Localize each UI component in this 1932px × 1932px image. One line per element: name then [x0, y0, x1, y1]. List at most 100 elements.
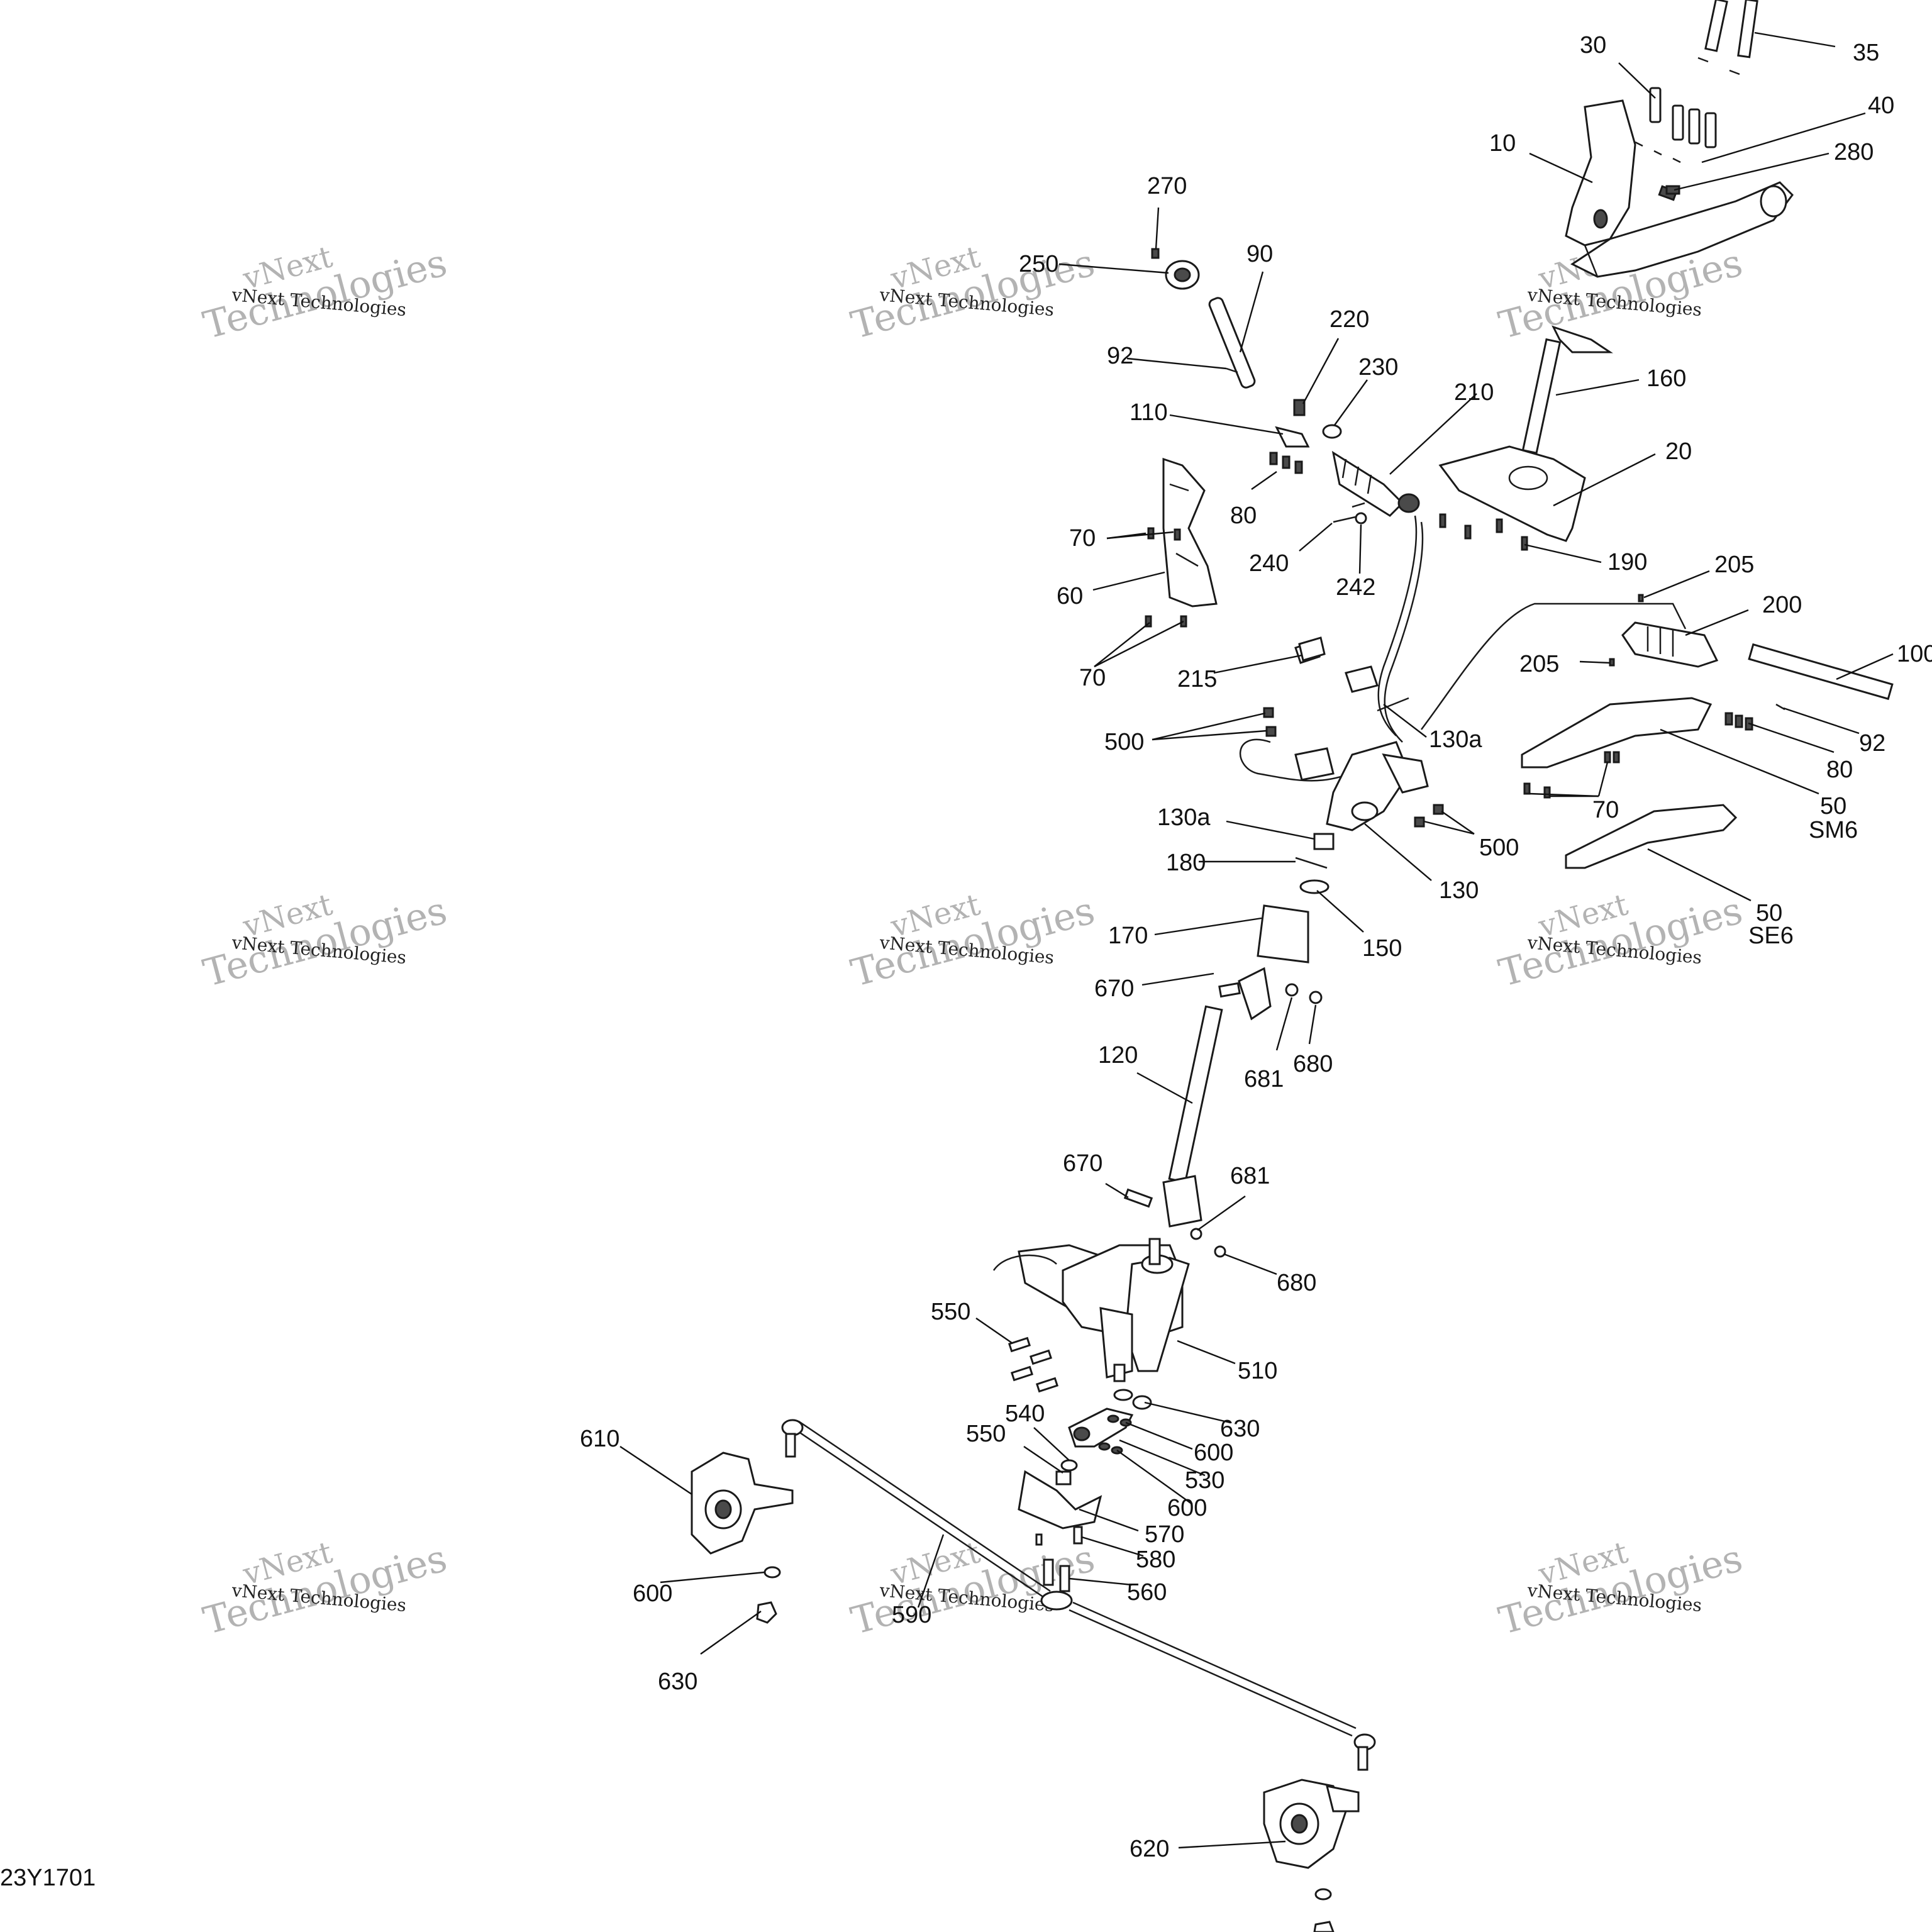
eps-unit-510 — [992, 1238, 1190, 1382]
callout-510: 510 — [1238, 1358, 1277, 1384]
callout-se6: SE6 — [1748, 923, 1794, 949]
leader-lines — [619, 31, 1894, 1849]
bolt-30 — [1635, 87, 1717, 164]
callout-160: 160 — [1646, 365, 1686, 392]
callout-215: 215 — [1177, 666, 1217, 692]
callout-10: 10 — [1489, 130, 1516, 157]
callout-270: 270 — [1147, 173, 1187, 199]
callout-530: 530 — [1185, 1467, 1224, 1494]
callout-80: 80 — [1230, 502, 1257, 529]
callout-170: 170 — [1108, 923, 1148, 949]
seal-180 — [1295, 857, 1328, 869]
callout-550: 550 — [931, 1299, 970, 1325]
callout-92: 92 — [1859, 730, 1885, 757]
switch-130 — [1326, 741, 1429, 831]
callout-620: 620 — [1130, 1836, 1169, 1862]
callout-30: 30 — [1580, 32, 1606, 58]
watermark: vNext Technologies — [847, 887, 1099, 996]
callout-280: 280 — [1834, 139, 1874, 165]
callout-630: 630 — [1220, 1416, 1260, 1442]
bolt-670b — [1123, 1188, 1153, 1208]
nut-620 — [1313, 1921, 1335, 1932]
callout-681: 681 — [1230, 1163, 1270, 1189]
callout-240: 240 — [1249, 550, 1289, 577]
callout-670: 670 — [1063, 1150, 1102, 1177]
callout-680: 680 — [1293, 1051, 1333, 1077]
rod-90 — [1208, 297, 1256, 389]
callout-sm6: SM6 — [1809, 817, 1858, 843]
callout-150: 150 — [1362, 935, 1402, 962]
callout-labels: 35 30 40 10 280 270 250 90 220 92 230 21… — [580, 32, 1932, 1862]
bolt-580b — [1035, 1533, 1043, 1546]
diagram-code: 23Y1701 — [0, 1865, 96, 1891]
washer-620 — [1314, 1888, 1332, 1901]
screws-190 — [1439, 513, 1528, 551]
callout-180: 180 — [1166, 850, 1206, 876]
callout-600: 600 — [633, 1580, 672, 1607]
pin-92 — [1226, 367, 1238, 374]
callout-40: 40 — [1868, 92, 1894, 119]
screw-205a — [1638, 594, 1644, 602]
callout-630: 630 — [658, 1668, 697, 1695]
spring-220 — [1293, 399, 1306, 416]
washer-600c — [763, 1566, 781, 1579]
callout-60: 60 — [1057, 583, 1083, 609]
screw-205b — [1609, 658, 1615, 667]
bracket-570 — [1018, 1470, 1102, 1530]
bolts-550 — [1008, 1336, 1059, 1393]
bracket-20 — [1438, 445, 1586, 542]
callout-540: 540 — [1005, 1401, 1045, 1427]
nut-680b — [1214, 1245, 1226, 1258]
callout-92: 92 — [1107, 343, 1133, 369]
screw-270 — [1151, 248, 1160, 259]
washer-540 — [1060, 1459, 1078, 1472]
callout-200: 200 — [1762, 592, 1802, 618]
grip-200 — [1621, 621, 1719, 668]
callout-580: 580 — [1136, 1546, 1175, 1573]
callout-80: 80 — [1826, 757, 1853, 783]
callout-205: 205 — [1519, 651, 1559, 677]
watermark: vNext Technologies — [199, 239, 452, 348]
callout-560: 560 — [1127, 1579, 1167, 1606]
callout-35: 35 — [1853, 40, 1879, 66]
cap-230 — [1322, 424, 1342, 439]
watermark: vNext Technologies — [1494, 1535, 1747, 1643]
guard-50-sm6 — [1521, 697, 1713, 769]
connector-215 — [1298, 636, 1326, 662]
stem-160 — [1521, 325, 1613, 455]
bolt-670a — [1218, 982, 1241, 998]
callout-70: 70 — [1079, 665, 1106, 691]
callout-600: 600 — [1167, 1495, 1207, 1521]
callout-500: 500 — [1479, 835, 1519, 861]
callout-50: 50 — [1820, 793, 1846, 819]
callout-50: 50 — [1756, 900, 1782, 926]
callout-130a: 130a — [1157, 804, 1211, 831]
callout-500: 500 — [1104, 729, 1144, 755]
watermark: vNext Technologies — [847, 239, 1099, 348]
callout-250: 250 — [1019, 251, 1058, 277]
screws-500 — [1263, 707, 1444, 828]
pin-92b — [1775, 703, 1785, 711]
callout-550: 550 — [966, 1421, 1006, 1447]
callout-130: 130 — [1439, 877, 1479, 904]
callout-130a: 130a — [1429, 726, 1482, 753]
nut-630b — [756, 1601, 777, 1624]
shaft-120 — [1162, 967, 1272, 1228]
screws-80b — [1724, 712, 1753, 731]
callout-120: 120 — [1098, 1042, 1138, 1069]
callout-90: 90 — [1246, 241, 1273, 267]
part-drawings — [691, 0, 1894, 1932]
callout-210: 210 — [1454, 379, 1494, 406]
nut-550b — [1055, 1470, 1072, 1485]
callout-570: 570 — [1145, 1521, 1184, 1548]
callout-600: 600 — [1194, 1440, 1233, 1466]
callout-70: 70 — [1069, 525, 1096, 552]
callout-680: 680 — [1277, 1270, 1316, 1296]
callout-242: 242 — [1336, 574, 1375, 601]
clip-280 — [1665, 185, 1680, 195]
callout-230: 230 — [1358, 354, 1398, 380]
tie-rod-590 — [781, 1419, 1376, 1771]
callout-670: 670 — [1094, 975, 1134, 1002]
callout-110: 110 — [1130, 399, 1168, 426]
